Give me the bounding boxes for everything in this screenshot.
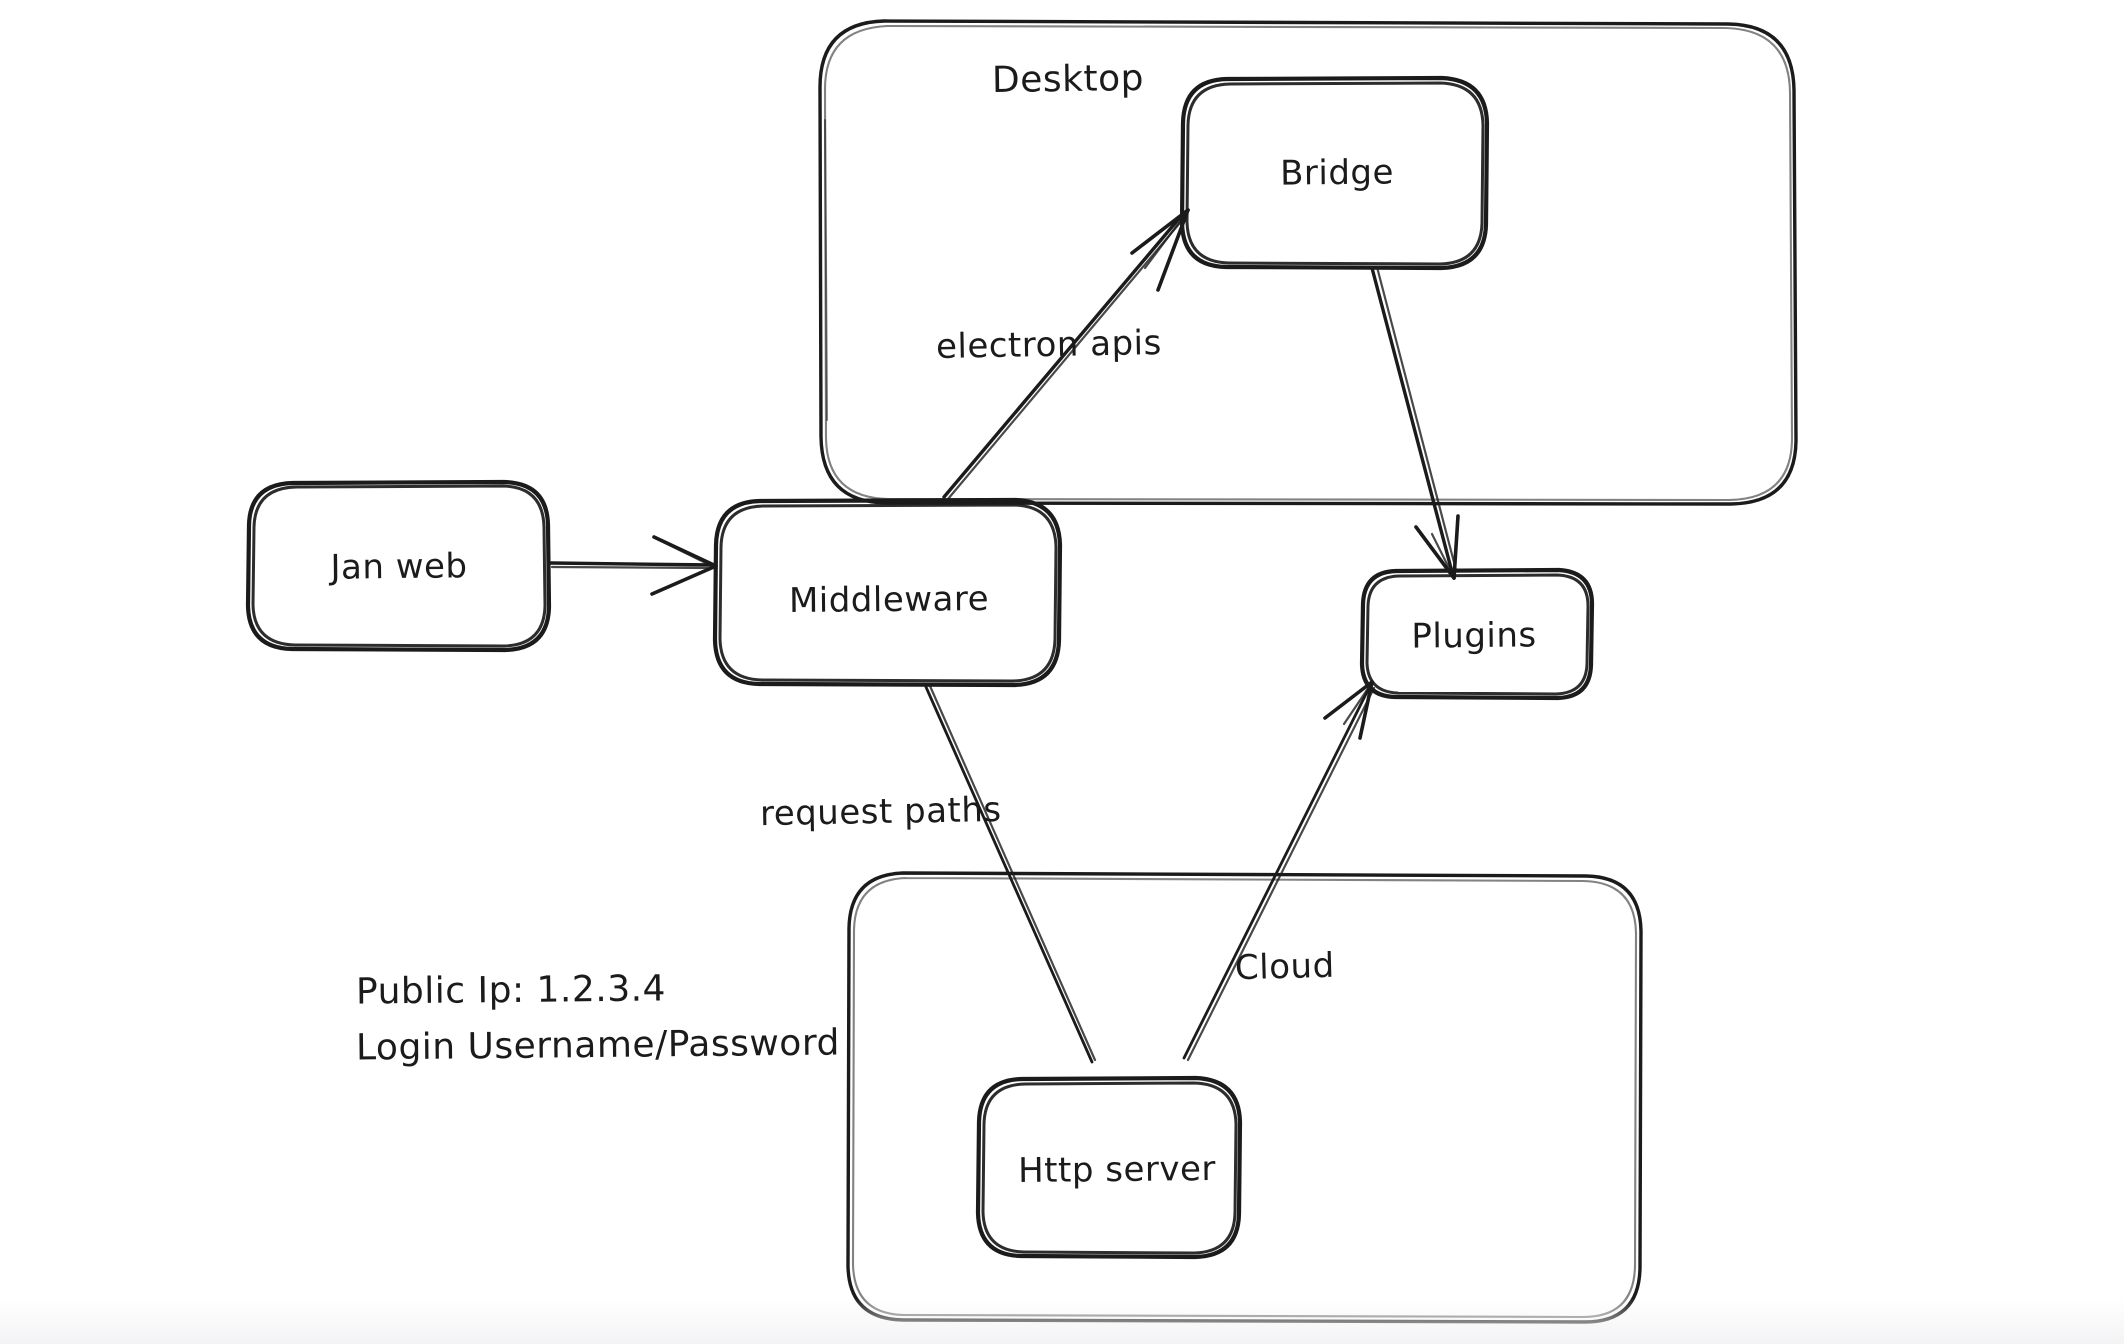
node-jan-web[interactable] xyxy=(245,479,552,653)
node-http-server[interactable] xyxy=(975,1075,1243,1260)
node-label-plugins: Plugins xyxy=(1411,615,1537,657)
node-middleware[interactable] xyxy=(712,497,1063,688)
edge-middleware-to-httpserver xyxy=(924,684,1097,1064)
edge-bridge-to-plugins xyxy=(1370,265,1460,580)
note-public-ip: Public Ip: 1.2.3.4 xyxy=(355,968,667,1013)
container-desktop[interactable] xyxy=(818,19,1798,506)
edge-httpserver-to-plugins xyxy=(1182,680,1376,1062)
node-label-middleware: Middleware xyxy=(788,578,990,622)
edge-label-request-paths: request paths xyxy=(759,789,1002,835)
node-label-bridge: Bridge xyxy=(1279,152,1395,194)
note-login-credentials: Login Username/Password xyxy=(355,1022,841,1069)
container-cloud[interactable] xyxy=(846,871,1643,1324)
node-label-http-server: Http server xyxy=(1017,1148,1217,1192)
node-bridge[interactable] xyxy=(1179,75,1490,271)
container-label-desktop: Desktop xyxy=(991,57,1145,102)
edge-middleware-to-bridge xyxy=(942,208,1190,501)
edge-janweb-to-middleware xyxy=(549,535,718,596)
node-label-jan-web: Jan web xyxy=(330,546,468,588)
node-plugins[interactable] xyxy=(1359,567,1595,701)
edge-label-electron-apis: electron apis xyxy=(935,323,1163,367)
edge-label-cloud: Cloud xyxy=(1234,945,1336,989)
